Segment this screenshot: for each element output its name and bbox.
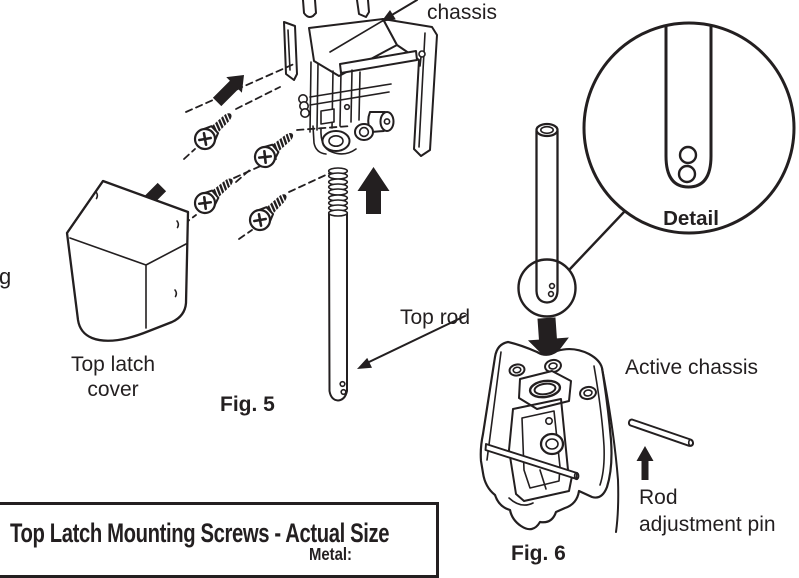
fig5-latch-chassis-drawing — [283, 0, 438, 157]
fig5-top-rod-drawing — [327, 167, 349, 402]
detail-leader-line — [568, 210, 626, 271]
fig6-rod-adjustment-pin-drawing — [627, 418, 695, 447]
fig5-mounting-screws — [189, 105, 301, 236]
fig6-callout-circle — [517, 258, 577, 318]
arrow-down-large — [527, 317, 569, 363]
arrow-up-small — [636, 446, 654, 480]
label-left-edge-fragment: g — [0, 264, 12, 289]
label-active-chassis: Active chassis — [625, 356, 759, 379]
fig6-active-chassis-drawing — [479, 340, 620, 533]
diagram-artwork — [65, 0, 796, 533]
screw-size-box: Top Latch Mounting Screws - Actual Size … — [0, 502, 439, 578]
screw-box-material-label: Metal: — [309, 544, 352, 564]
arrow-up-large — [357, 167, 390, 214]
label-rod-adjustment-pin: Rod adjustment pin — [639, 486, 776, 536]
label-top-rod: Top rod — [400, 306, 471, 329]
fig5-top-latch-cover-drawing — [65, 179, 190, 342]
label-top-latch-cover: Top latch cover — [70, 353, 156, 401]
screw-box-title: Top Latch Mounting Screws - Actual Size — [10, 518, 390, 548]
label-chassis: chassis — [427, 1, 498, 24]
fig6-top-rod-drawing — [535, 122, 559, 304]
label-detail: Detail — [663, 207, 719, 230]
chassis-label-arrow — [381, 0, 418, 22]
top-rod-label-arrow — [357, 315, 466, 369]
caption-fig6: Fig. 6 — [511, 542, 566, 565]
arrow-up-right — [212, 75, 244, 107]
caption-fig5: Fig. 5 — [220, 393, 275, 416]
fig6-detail-circle-drawing — [582, 21, 796, 235]
